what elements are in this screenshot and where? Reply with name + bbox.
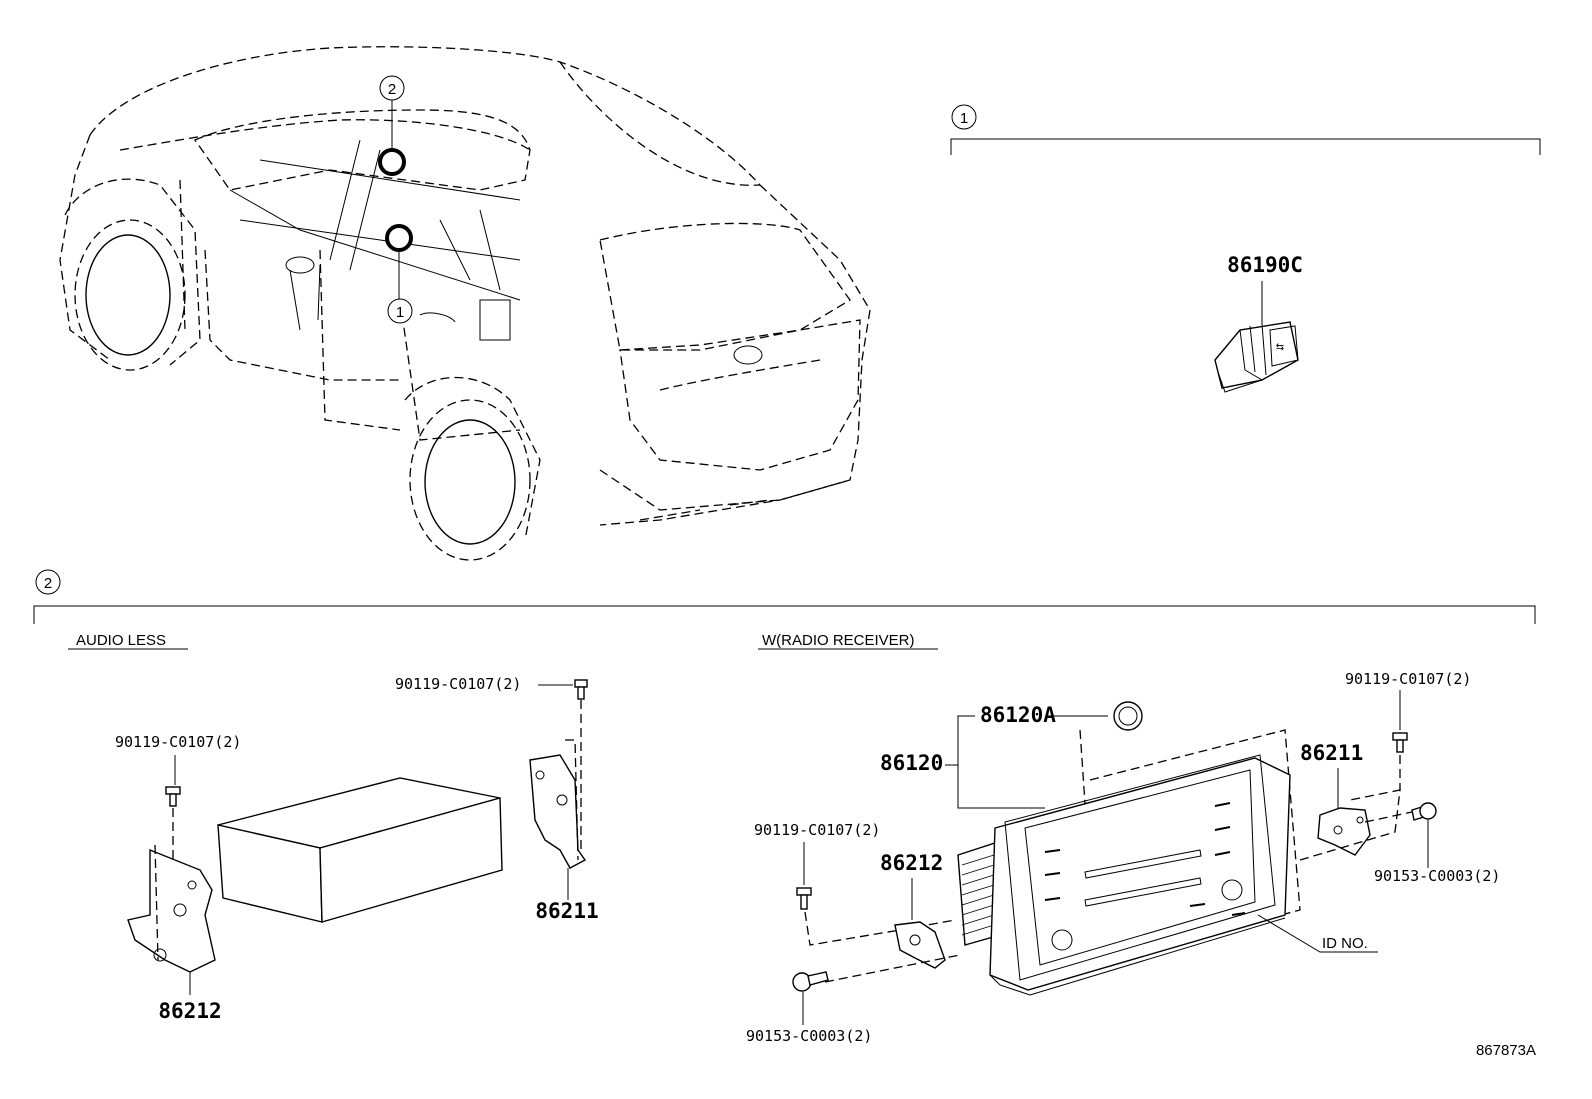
part-label-90119-C0107-right-top: 90119-C0107(2): [1345, 670, 1471, 688]
screw-icon: [574, 679, 588, 700]
part-label-86120A: 86120A: [980, 703, 1056, 727]
knob-part: [1113, 701, 1143, 731]
id-no-leader: [1257, 914, 1378, 953]
callout-circle-1-section: [951, 104, 977, 130]
part-label-86120: 86120: [880, 751, 943, 775]
radio-receiver-heading: W(RADIO RECEIVER): [762, 632, 915, 649]
part-label-90119-C0107-left-side: 90119-C0107(2): [115, 733, 241, 751]
callout-circle-2-section: [35, 569, 61, 595]
audio-less-box: [217, 777, 503, 923]
screw-icon: [1392, 732, 1408, 753]
usb-symbol-icon: ⇆: [1276, 342, 1284, 353]
part-label-86212-right: 86212: [880, 851, 943, 875]
part-label-86212-left: 86212: [158, 999, 221, 1023]
part-label-86211-right: 86211: [1300, 741, 1363, 765]
bracket-86212-audio-less: [127, 844, 216, 973]
part-label-86211-left: 86211: [535, 899, 598, 923]
audio-less-group: AUDIO LESS 90119-C0107(2) 86211 90119-C0…: [68, 632, 599, 1023]
bracket-86211-radio: [1317, 807, 1371, 856]
bolt-icon: [792, 971, 829, 992]
section-2: 2: [33, 569, 1536, 624]
section-1: 1 86190C ⇆: [950, 104, 1541, 393]
part-label-90153-C0003-left: 90153-C0003(2): [746, 1027, 872, 1045]
part-label-90153-C0003-right: 90153-C0003(2): [1374, 867, 1500, 885]
bolt-icon: [1411, 802, 1437, 821]
callout-circle-2-vehicle: [379, 75, 405, 101]
usb-port-part: ⇆: [1214, 321, 1299, 393]
section-2-bracket-line: [33, 605, 1536, 624]
part-label-90119-C0107-radio-left: 90119-C0107(2): [754, 821, 880, 839]
vehicle-illustration: 2 1: [59, 46, 871, 561]
callout-circle-1-vehicle: [387, 298, 413, 324]
part-label-86190C: 86190C: [1227, 253, 1303, 277]
bracket-86212-radio: [894, 921, 946, 969]
bracket-86211-audio-less: [529, 739, 587, 869]
illustration-id: 867873A: [1476, 1042, 1536, 1059]
head-unit-part: [957, 729, 1301, 996]
section-1-bracket-line: [950, 138, 1541, 155]
radio-receiver-group: W(RADIO RECEIVER) 86120A 86120: [746, 632, 1500, 1045]
screw-icon: [165, 786, 181, 807]
callout-2-vehicle: 2: [388, 81, 396, 98]
screw-icon: [796, 887, 812, 910]
callout-2-section: 2: [44, 575, 52, 592]
location-marker-1: [385, 224, 413, 252]
callout-1-vehicle: 1: [396, 304, 404, 321]
callout-1-section: 1: [960, 110, 968, 127]
audio-less-heading: AUDIO LESS: [76, 632, 166, 649]
part-label-90119-C0107-left-top: 90119-C0107(2): [395, 675, 521, 693]
id-no-label: ID NO.: [1322, 935, 1368, 952]
location-marker-2: [378, 148, 406, 176]
